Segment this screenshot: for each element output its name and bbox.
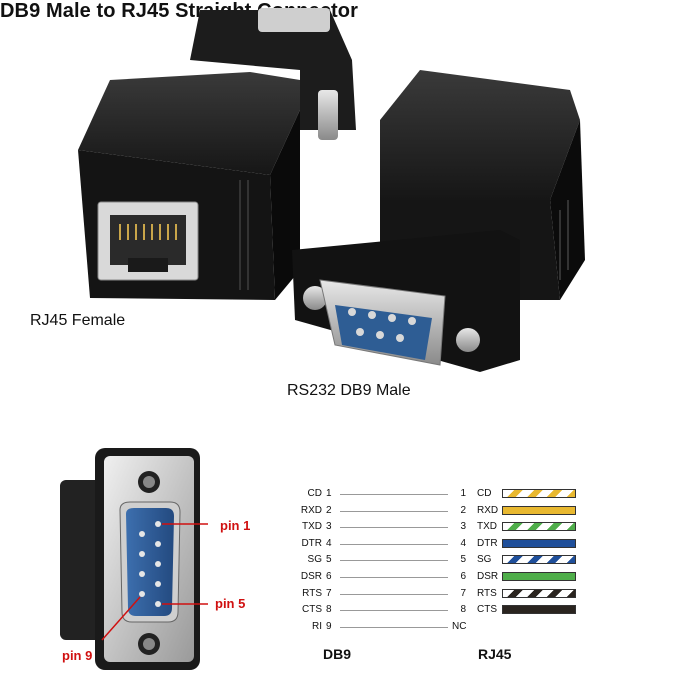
db9-closeup-image: [60, 448, 208, 670]
connection-line: [340, 610, 448, 612]
db9-signal-name: RXD: [300, 504, 322, 516]
pin-row: CD 1 1 CD: [290, 486, 680, 502]
db9-column-label: DB9: [323, 646, 352, 662]
connection-line: [340, 527, 448, 529]
rj45-pin-number: 3: [460, 521, 466, 533]
db9-signal-name: CD: [307, 488, 322, 499]
wire-white-brown: [502, 588, 576, 598]
db9-pin-number: 6: [326, 571, 332, 582]
db9-signal-name: TXD: [302, 521, 322, 533]
connection-line: [340, 560, 448, 562]
connection-line: [340, 626, 448, 628]
connection-line: [340, 510, 448, 512]
rj45-signal-name: RXD: [477, 504, 499, 516]
wire-white-green: [502, 522, 576, 532]
pin-row: RXD 2 2 RXD: [290, 503, 680, 519]
wire-white-blue: [502, 555, 576, 565]
rj45-pin-number: 5: [460, 554, 466, 566]
pin-row: RTS 7 7 RTS: [290, 586, 680, 602]
pin-row: TXD 3 3 TXD: [290, 519, 680, 535]
rj45-pin-number: 7: [460, 587, 466, 599]
db9-pin-number: 9: [326, 620, 332, 632]
rj45-pin-number: 6: [460, 571, 466, 582]
pin-row: SG 5 5 SG: [290, 552, 680, 568]
wire-blue: [502, 538, 576, 548]
pin-row: CTS 8 8 CTS: [290, 602, 680, 618]
pin-row: DSR 6 6 DSR: [290, 569, 680, 585]
db9-pin-number: 2: [326, 504, 332, 516]
rj45-signal-name: DSR: [477, 571, 499, 582]
connection-line: [340, 543, 448, 545]
wire-orange: [502, 505, 576, 515]
pin-row: DTR 4 4 DTR: [290, 536, 680, 552]
rj45-signal-name: DTR: [477, 537, 498, 549]
pin-5-label: pin 5: [215, 596, 246, 611]
wire-green: [502, 572, 576, 581]
db9-signal-name: RTS: [302, 587, 322, 599]
rj45-signal-name: CTS: [477, 604, 497, 616]
db9-signal-name: DTR: [301, 537, 322, 549]
rj45-signal-name: CD: [477, 488, 492, 499]
connection-line: [340, 593, 448, 595]
db9-signal-name: RI: [312, 620, 322, 632]
rj45-signal-name: SG: [477, 554, 492, 566]
rj45-pin-number: NC: [452, 620, 467, 632]
db9-pin-number: 1: [326, 488, 332, 499]
rj45-pin-number: 2: [460, 504, 466, 516]
db9-signal-name: SG: [307, 554, 322, 566]
db9-pin-number: 8: [326, 604, 332, 616]
db9-male-label: RS232 DB9 Male: [287, 382, 411, 399]
db9-pin-number: 4: [326, 537, 332, 549]
db9-pin-number: 5: [326, 554, 332, 566]
rj45-pin-number: 8: [460, 604, 466, 616]
rj45-female-label: RJ45 Female: [30, 312, 126, 329]
wire-brown: [502, 605, 576, 615]
rj45-pin-number: 1: [460, 488, 466, 499]
db9-adapter-image: [292, 70, 585, 372]
pin-1-label: pin 1: [220, 518, 251, 533]
pin-9-label: pin 9: [62, 648, 93, 663]
rj45-signal-name: RTS: [477, 587, 497, 599]
db9-pin-number: 3: [326, 521, 332, 533]
rj45-signal-name: TXD: [477, 521, 497, 533]
rj45-column-label: RJ45: [478, 646, 512, 662]
product-photo: [78, 8, 585, 372]
pin-row: RI 9 NC: [290, 619, 680, 635]
wire-white-orange: [502, 489, 576, 498]
connection-line: [340, 494, 448, 495]
rj45-pin-number: 4: [460, 537, 466, 549]
db9-pin-number: 7: [326, 587, 332, 599]
db9-signal-name: CTS: [302, 604, 322, 616]
connection-line: [340, 577, 448, 578]
rj45-adapter-image: [78, 8, 356, 300]
db9-signal-name: DSR: [300, 571, 322, 582]
